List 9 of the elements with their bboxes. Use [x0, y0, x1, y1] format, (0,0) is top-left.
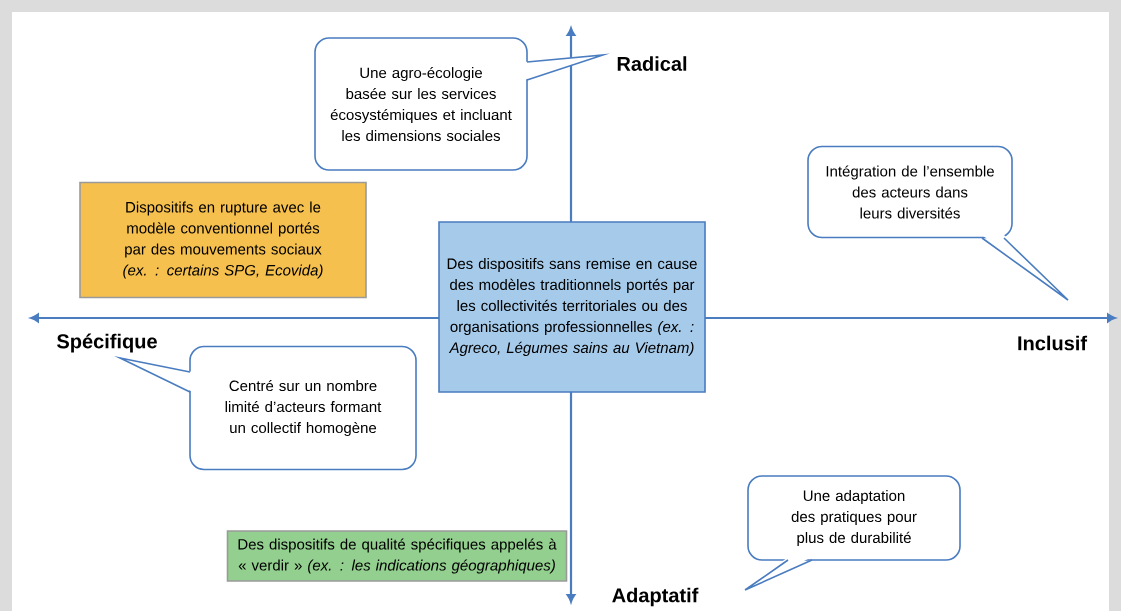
axis-label: Radical: [617, 56, 687, 71]
speech-bubble: Intégration de l’ensemble des acteurs dans leurs diversités: [807, 145, 1069, 301]
text-box: Des dispositifs sans remise en cause des modèles traditionnels portés par les collectivités territoriales ou des organisations professionnelles (ex. : Agreco, Légumes sains au Vietnam): [438, 221, 706, 393]
axis-label: Inclusif: [1018, 335, 1088, 351]
speech-bubble: Une adaptation des pratiques pour plus de durabilité: [744, 475, 961, 591]
text-box: Des dispositifs de qualité spécifiques appelés à « verdir » (ex. : les indications géographiques): [226, 530, 568, 582]
axis-label: Adaptatif: [612, 587, 699, 607]
speech-bubble: Une agro-écologie basée sur les services écosystémiques et incluant les dimensions sociales: [314, 37, 610, 171]
text-box: Dispositifs en rupture avec le modèle conventionnel portés par des mouvements sociaux (ex. : certains SPG, Ecovida): [79, 181, 367, 299]
